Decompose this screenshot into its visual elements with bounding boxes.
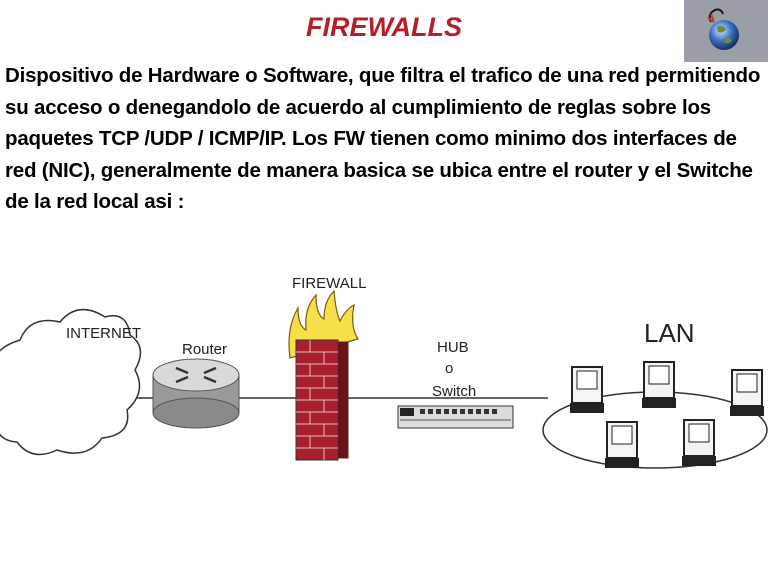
computer-icon [605, 421, 639, 468]
lan-label: LAN [644, 318, 695, 348]
computer-icon [642, 361, 676, 408]
globe-icon [707, 8, 739, 50]
computer-icon [730, 369, 764, 416]
network-diagram: INTERNET Router FIREWALL HUB o Switch [0, 275, 768, 469]
internet-label: INTERNET [66, 325, 141, 342]
firewall-label: FIREWALL [292, 275, 366, 292]
switch-icon [397, 405, 514, 429]
cloud-icon [0, 308, 142, 456]
computer-icon [682, 419, 716, 466]
slide-title: FIREWALLS [306, 12, 462, 42]
hub-or-label: o [445, 360, 453, 377]
slide-body-text: Dispositivo de Hardware o Software, que … [5, 64, 761, 213]
hub-label: HUB [437, 339, 469, 356]
firewall-icon [288, 289, 359, 461]
globe-logo [684, 0, 768, 62]
computer-icon [570, 366, 604, 413]
switch-label: Switch [432, 383, 476, 400]
router-label: Router [182, 341, 227, 358]
router-icon [152, 358, 240, 429]
